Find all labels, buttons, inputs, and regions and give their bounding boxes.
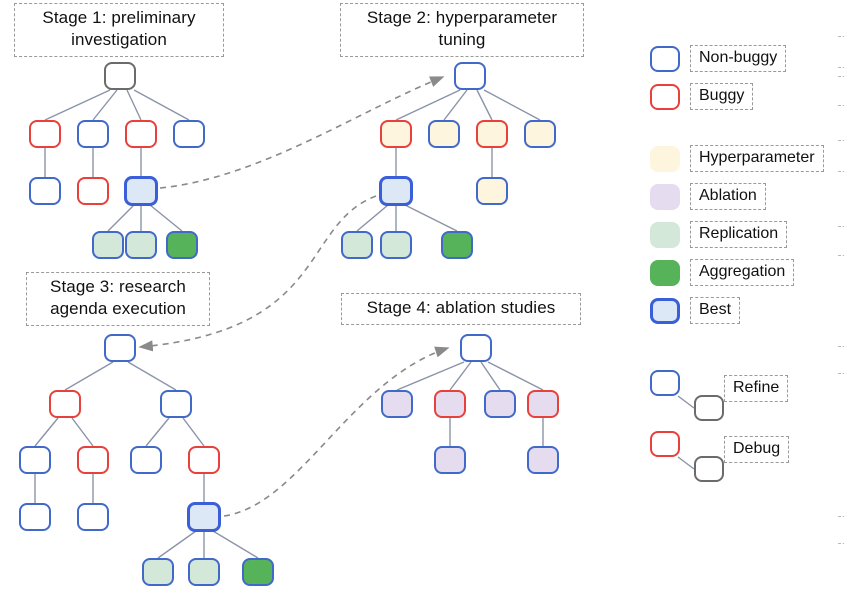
stage-1-node-e1[interactable]: [92, 231, 124, 259]
stage-4-node-root[interactable]: [460, 334, 492, 362]
legend-label-non-buggy: Non-buggy: [690, 45, 787, 72]
stage-1-node-best[interactable]: [124, 176, 158, 206]
legend-item-hyperparameter: Hyperparameter: [650, 145, 824, 172]
legend: Non-buggy Buggy Hyperparameter Ablation …: [620, 0, 844, 593]
stage-4-node-c1[interactable]: [381, 390, 413, 418]
stage-3-node-e1[interactable]: [142, 558, 174, 586]
hyperparameter-swatch-icon: [650, 145, 680, 172]
stage-1-node-e3[interactable]: [166, 231, 198, 259]
arrow-stage2-to-stage3: [138, 195, 377, 352]
stage-2-node-e1[interactable]: [341, 231, 373, 259]
legend-frag-2: [838, 76, 844, 106]
legend-debug-edge: [677, 456, 695, 470]
non-buggy-node-icon: [650, 45, 680, 72]
stage-1-title: Stage 1: preliminary investigation: [14, 3, 224, 57]
best-swatch-icon: [650, 297, 680, 324]
stage-3-node-c3[interactable]: [130, 446, 162, 474]
stage-3-node-c4[interactable]: [188, 446, 220, 474]
stage-1-node-d2[interactable]: [77, 177, 109, 205]
replication-swatch-icon: [650, 221, 680, 248]
stage-1-node-c3[interactable]: [125, 120, 157, 148]
legend-frag-6: [838, 516, 844, 544]
legend-item-best: Best: [650, 297, 741, 324]
stage-1-node-c4[interactable]: [173, 120, 205, 148]
legend-frag-1: [838, 36, 844, 68]
stage-3-node-best[interactable]: [187, 502, 221, 532]
legend-label-debug: Debug: [724, 436, 790, 463]
stage-1-node-d1[interactable]: [29, 177, 61, 205]
arrow-stage1-to-stage2: [159, 76, 445, 189]
legend-refine-edge: [677, 395, 695, 409]
stage-2-node-c4[interactable]: [524, 120, 556, 148]
legend-label-best: Best: [690, 297, 741, 324]
stage-3-node-b1[interactable]: [49, 390, 81, 418]
stage-2-node-c1[interactable]: [380, 120, 412, 148]
stage-4-node-c4[interactable]: [527, 390, 559, 418]
stage-3-node-d2[interactable]: [77, 503, 109, 531]
stage-3-node-c1[interactable]: [19, 446, 51, 474]
legend-label-ablation: Ablation: [690, 183, 766, 210]
stage-3-node-c2[interactable]: [77, 446, 109, 474]
stage-4-title: Stage 4: ablation studies: [341, 293, 581, 325]
legend-item-non-buggy: Non-buggy: [650, 45, 787, 72]
stage-4-node-c2[interactable]: [434, 390, 466, 418]
stage-4-edges: [396, 361, 544, 446]
legend-refine-child-icon: [694, 395, 724, 421]
legend-item-aggregation: Aggregation: [650, 259, 795, 286]
stage-3-node-b2[interactable]: [160, 390, 192, 418]
stage-1-node-e2[interactable]: [125, 231, 157, 259]
stage-2-edges: [356, 89, 541, 232]
ablation-swatch-icon: [650, 183, 680, 210]
legend-frag-3: [838, 140, 844, 172]
legend-refine-parent-icon: [650, 370, 680, 396]
stage-1-node-c1[interactable]: [29, 120, 61, 148]
stage-2-node-root[interactable]: [454, 62, 486, 90]
legend-label-buggy: Buggy: [690, 83, 754, 110]
legend-label-aggregation: Aggregation: [690, 259, 795, 286]
stage-1-edges: [44, 89, 190, 232]
legend-item-ablation: Ablation: [650, 183, 766, 210]
stage-3-node-e2[interactable]: [188, 558, 220, 586]
aggregation-swatch-icon: [650, 259, 680, 286]
stage-2-node-e2[interactable]: [380, 231, 412, 259]
arrow-stage3-to-stage4: [223, 346, 450, 517]
stage-4-node-c3[interactable]: [484, 390, 516, 418]
stage-2-node-e3[interactable]: [441, 231, 473, 259]
stage-4-node-d2[interactable]: [527, 446, 559, 474]
stage-3-node-e3[interactable]: [242, 558, 274, 586]
stage-transition-arrows: [138, 76, 450, 517]
legend-label-refine: Refine: [724, 375, 789, 402]
legend-label-hyperparameter: Hyperparameter: [690, 145, 824, 172]
stage-3-edges: [34, 361, 259, 559]
legend-edge-lines: [677, 395, 695, 470]
legend-label-replication: Replication: [690, 221, 788, 248]
stage-2-node-c2[interactable]: [428, 120, 460, 148]
stage-2-node-best[interactable]: [379, 176, 413, 206]
stage-2-title: Stage 2: hyperparameter tuning: [340, 3, 584, 57]
stage-3-node-d1[interactable]: [19, 503, 51, 531]
legend-debug-child-icon: [694, 456, 724, 482]
stage-1-node-root[interactable]: [104, 62, 136, 90]
legend-item-replication: Replication: [650, 221, 788, 248]
stage-4-node-d1[interactable]: [434, 446, 466, 474]
legend-frag-4: [838, 226, 844, 256]
stage-2-node-d2[interactable]: [476, 177, 508, 205]
legend-item-buggy: Buggy: [650, 83, 754, 110]
legend-debug-parent-icon: [650, 431, 680, 457]
legend-frag-5: [838, 346, 844, 374]
stage-2-node-c3[interactable]: [476, 120, 508, 148]
stage-3-title: Stage 3: research agenda execution: [26, 272, 210, 326]
stage-3-node-root[interactable]: [104, 334, 136, 362]
stage-1-node-c2[interactable]: [77, 120, 109, 148]
buggy-node-icon: [650, 83, 680, 110]
